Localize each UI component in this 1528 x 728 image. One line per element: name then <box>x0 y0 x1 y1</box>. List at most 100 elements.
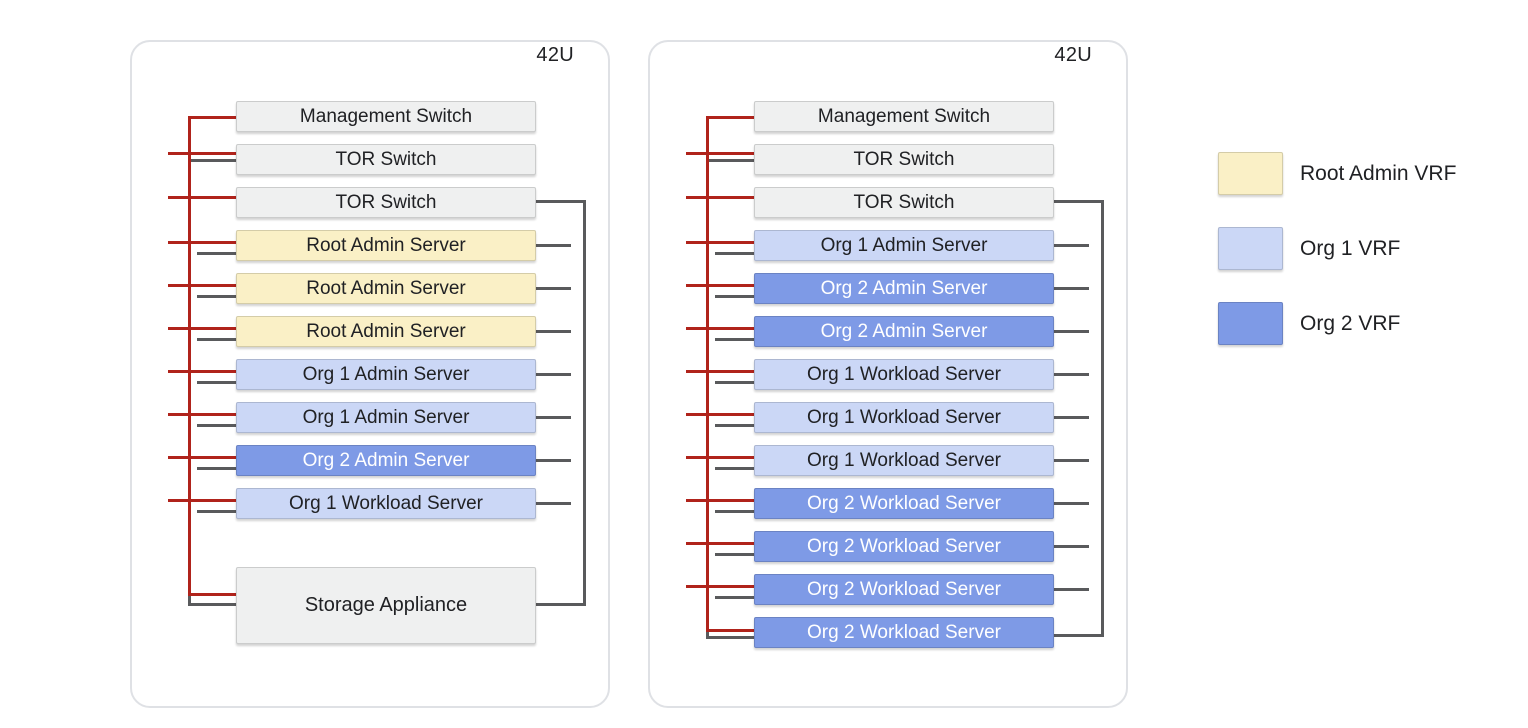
legend-swatch-org-2-vrf <box>1218 302 1283 345</box>
data-network-line <box>1054 459 1089 462</box>
management-network-line <box>686 196 754 199</box>
vrf-legend: Root Admin VRF Org 1 VRF Org 2 VRF <box>1218 152 1518 352</box>
management-network-line <box>168 152 236 155</box>
management-network-line <box>168 456 236 459</box>
management-network-line <box>168 327 236 330</box>
management-network-line <box>686 456 754 459</box>
management-network-line <box>188 593 236 596</box>
legend-swatch-org-1-vrf <box>1218 227 1283 270</box>
data-network-line <box>1054 502 1089 505</box>
rack-unit-org-1-admin-server: Org 1 Admin Server <box>236 359 536 390</box>
data-network-line <box>715 338 754 341</box>
rack-unit-management-switch: Management Switch <box>754 101 1054 132</box>
rack-unit-org-1-admin-server: Org 1 Admin Server <box>754 230 1054 261</box>
data-network-line <box>1054 416 1089 419</box>
data-network-line <box>715 295 754 298</box>
rack-unit-management-switch: Management Switch <box>236 101 536 132</box>
rack-unit-tor-switch: TOR Switch <box>754 144 1054 175</box>
data-network-line <box>1054 545 1089 548</box>
data-network-bus <box>583 200 586 606</box>
rack-unit-org-2-workload-server: Org 2 Workload Server <box>754 531 1054 562</box>
data-network-line <box>1054 244 1089 247</box>
data-network-line <box>706 159 754 162</box>
data-network-line <box>536 200 583 203</box>
rack-unit-org-2-admin-server: Org 2 Admin Server <box>754 273 1054 304</box>
data-network-line <box>188 603 236 606</box>
rack-unit-tor-switch: TOR Switch <box>236 144 536 175</box>
management-network-line <box>686 152 754 155</box>
data-network-line <box>197 252 236 255</box>
data-network-line <box>1054 634 1101 637</box>
data-network-line <box>715 252 754 255</box>
rack-unit-org-2-workload-server: Org 2 Workload Server <box>754 488 1054 519</box>
data-network-line <box>197 295 236 298</box>
data-network-line <box>536 287 571 290</box>
data-network-line <box>715 424 754 427</box>
management-network-line <box>168 196 236 199</box>
management-network-bus <box>188 116 191 596</box>
legend-label-root-admin-vrf: Root Admin VRF <box>1300 162 1457 185</box>
management-network-line <box>168 370 236 373</box>
management-network-line <box>188 116 236 119</box>
rack-unit-root-admin-server: Root Admin Server <box>236 230 536 261</box>
data-network-line <box>1054 373 1089 376</box>
data-network-line <box>715 596 754 599</box>
data-network-line <box>188 595 191 606</box>
data-network-line <box>536 330 571 333</box>
management-network-line <box>168 413 236 416</box>
rack-2-capacity-label: 42U <box>1054 44 1092 66</box>
management-network-line <box>168 499 236 502</box>
rack-unit-org-1-workload-server: Org 1 Workload Server <box>754 359 1054 390</box>
data-network-line <box>1054 200 1101 203</box>
management-network-line <box>168 241 236 244</box>
data-network-line <box>197 424 236 427</box>
management-network-line <box>686 241 754 244</box>
data-network-line <box>188 159 236 162</box>
data-network-line <box>715 553 754 556</box>
management-network-bus <box>706 116 709 632</box>
rack-unit-org-2-workload-server: Org 2 Workload Server <box>754 574 1054 605</box>
management-network-line <box>686 327 754 330</box>
rack-unit-org-2-admin-server: Org 2 Admin Server <box>754 316 1054 347</box>
rack-unit-root-admin-server: Root Admin Server <box>236 316 536 347</box>
data-network-line <box>706 636 754 639</box>
management-network-line <box>686 284 754 287</box>
management-network-line <box>686 499 754 502</box>
data-network-line <box>536 603 583 606</box>
management-network-line <box>686 542 754 545</box>
data-network-line <box>1054 588 1089 591</box>
data-network-line <box>706 630 709 638</box>
management-network-line <box>686 585 754 588</box>
data-network-line <box>715 510 754 513</box>
legend-label-org-1-vrf: Org 1 VRF <box>1300 237 1401 260</box>
rack-unit-org-2-workload-server: Org 2 Workload Server <box>754 617 1054 648</box>
management-network-line <box>706 116 754 119</box>
rack-unit-org-1-admin-server: Org 1 Admin Server <box>236 402 536 433</box>
rack-unit-root-admin-server: Root Admin Server <box>236 273 536 304</box>
management-network-line <box>706 629 754 632</box>
data-network-bus <box>1101 200 1104 637</box>
data-network-line <box>197 467 236 470</box>
data-network-line <box>1054 287 1089 290</box>
rack-unit-org-1-workload-server: Org 1 Workload Server <box>754 445 1054 476</box>
data-network-line <box>715 467 754 470</box>
management-network-line <box>168 284 236 287</box>
rack-unit-org-2-admin-server: Org 2 Admin Server <box>236 445 536 476</box>
data-network-line <box>715 381 754 384</box>
rack-unit-tor-switch: TOR Switch <box>754 187 1054 218</box>
legend-swatch-root-admin-vrf <box>1218 152 1283 195</box>
management-network-line <box>686 413 754 416</box>
data-network-line <box>536 416 571 419</box>
rack-unit-storage-appliance: Storage Appliance <box>236 567 536 644</box>
rack-unit-org-1-workload-server: Org 1 Workload Server <box>754 402 1054 433</box>
data-network-line <box>536 459 571 462</box>
data-network-line <box>536 502 571 505</box>
data-network-line <box>536 244 571 247</box>
data-network-line <box>197 381 236 384</box>
data-network-line <box>536 373 571 376</box>
data-network-line <box>1054 330 1089 333</box>
rack-1-capacity-label: 42U <box>536 44 574 66</box>
data-network-line <box>197 510 236 513</box>
